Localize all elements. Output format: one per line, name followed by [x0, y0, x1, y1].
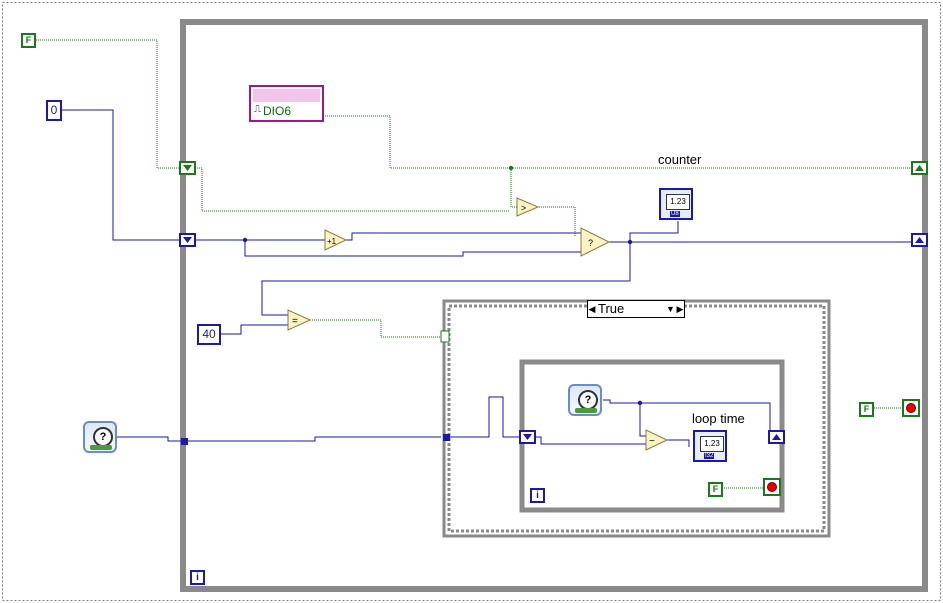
stopwatch-icon: ?: [93, 427, 113, 447]
stop-icon: [767, 482, 777, 492]
case-selector-terminal: [440, 330, 450, 343]
counter-label: counter: [658, 152, 702, 167]
case-structure-frame-inner: [447, 304, 826, 533]
tick-count-timer-inner[interactable]: ?: [568, 384, 602, 416]
counter-indicator[interactable]: 1.23 U8: [659, 188, 693, 220]
false-constant-inner[interactable]: F: [708, 482, 723, 497]
false-constant-right[interactable]: F: [859, 402, 874, 417]
loop-time-label: loop time: [692, 411, 745, 426]
counter-indicator-type: U8: [670, 211, 680, 217]
timer-tunnel-outer: [181, 438, 188, 445]
outer-stop-terminal[interactable]: [902, 399, 920, 417]
svg-text:=: =: [292, 316, 298, 327]
svg-text:?: ?: [588, 238, 593, 248]
loop-time-indicator-type: I32: [704, 453, 715, 459]
outer-while-loop: [180, 19, 928, 592]
dio-channel-name: DIO6: [263, 104, 292, 118]
increment-node: +1: [324, 229, 348, 251]
svg-text:>: >: [521, 203, 526, 213]
false-constant-top[interactable]: F: [21, 33, 36, 48]
case-structure-frame-outer: [442, 299, 831, 538]
dio-header-band: [253, 89, 320, 102]
timer-base-icon: [90, 445, 112, 450]
zero-constant[interactable]: 0: [46, 100, 62, 121]
inner-stop-terminal[interactable]: [763, 478, 781, 496]
svg-text:+1: +1: [327, 237, 337, 246]
stopwatch-icon: ?: [578, 390, 598, 410]
forty-constant[interactable]: 40: [197, 324, 221, 345]
shift-register-num-left: [179, 233, 196, 247]
shift-register-bool-left: [179, 161, 196, 175]
svg-text:−: −: [649, 436, 655, 447]
dio-channel-constant[interactable]: ⎍ DIO6: [249, 85, 324, 122]
select-node: ?: [580, 227, 611, 257]
greater-than-node: >: [516, 197, 540, 217]
tick-count-timer-outer[interactable]: ?: [83, 421, 117, 453]
case-dropdown-icon[interactable]: ▼: [666, 304, 675, 314]
inner-shift-register-right: [768, 430, 785, 444]
numeric-wires: [60, 109, 912, 447]
inner-iteration-terminal: i: [530, 488, 545, 503]
stop-icon: [906, 403, 916, 413]
case-next-arrow-icon[interactable]: ▶: [676, 304, 684, 314]
loop-time-indicator-display: 1.23: [700, 436, 724, 452]
subtract-node: −: [645, 429, 669, 451]
case-prev-arrow-icon[interactable]: ◀: [588, 304, 596, 314]
counter-indicator-display: 1.23: [666, 194, 690, 210]
case-selector-value: True: [598, 301, 625, 316]
case-selector[interactable]: ◀ True ▼ ▶: [587, 300, 685, 318]
timer-tunnel-case: [443, 434, 450, 441]
boolean-wires: [36, 39, 916, 489]
inner-shift-register-left: [519, 430, 536, 444]
equal-node: =: [287, 309, 312, 331]
shift-register-num-right: [911, 233, 928, 247]
digital-signal-icon: ⎍: [254, 104, 261, 115]
shift-register-bool-right: [911, 161, 928, 175]
outer-iteration-terminal: i: [190, 570, 205, 585]
loop-time-indicator[interactable]: 1.23 I32: [693, 430, 727, 462]
timer-base-icon: [575, 408, 597, 413]
